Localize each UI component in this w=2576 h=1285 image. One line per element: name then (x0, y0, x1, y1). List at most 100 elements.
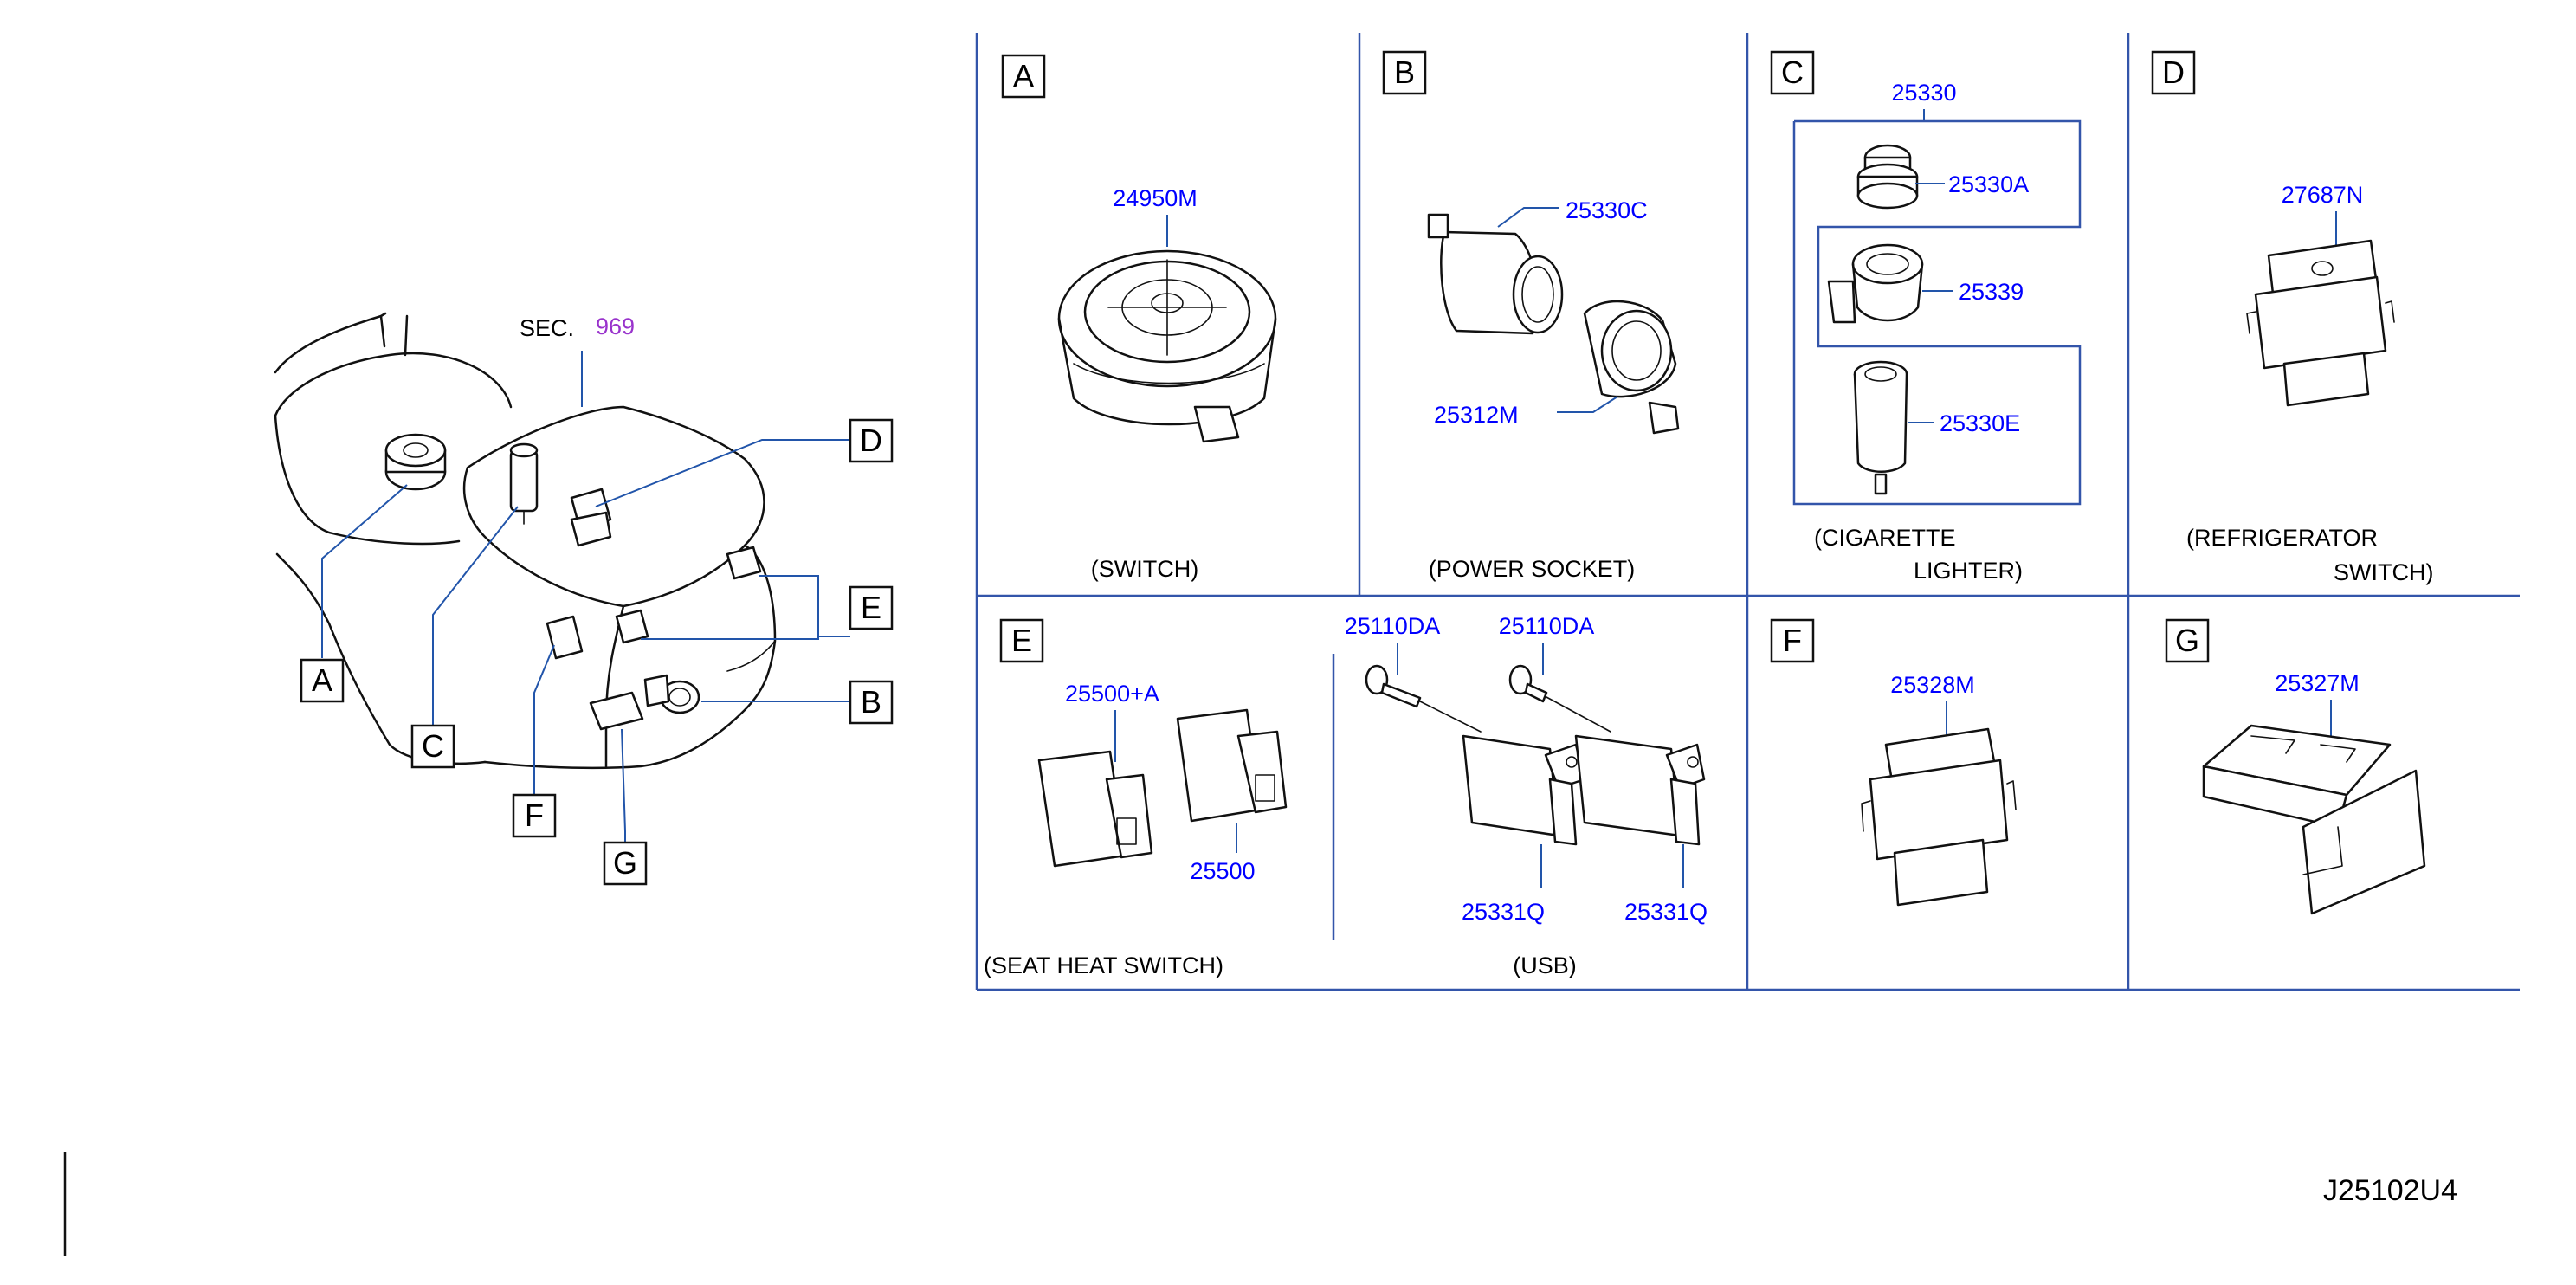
callout-c: C (410, 724, 455, 769)
panel-grid (975, 33, 2520, 991)
callout-d: D (849, 418, 894, 463)
leader-a (321, 484, 408, 658)
panel-usb-caption: (USB) (1513, 952, 1577, 978)
seat-side-outline (274, 414, 461, 546)
console-switch-f (546, 615, 584, 660)
screw-1-drawing (1365, 664, 1482, 733)
panel-c-letter-box (1770, 50, 1815, 95)
part-number: 25339 (1959, 279, 2024, 305)
panel-g-letter: G (2175, 623, 2199, 658)
panel-e-caption: (SEAT HEAT SWITCH) (984, 952, 1223, 978)
seat-cushion-outline (274, 352, 513, 417)
switch-27687n-drawing (2246, 239, 2395, 407)
screw-2-drawing (1508, 664, 1611, 733)
panel-d-letter: D (2162, 55, 2185, 90)
seat-heat-switch-2-drawing (1176, 708, 1288, 823)
panel-e: E 25500+A 25500 (SEAT HEAT SWITCH) (984, 618, 1288, 978)
part-number: 25330C (1566, 197, 1648, 223)
part-number: 25331Q (1624, 899, 1708, 925)
svg-text:G: G (613, 845, 637, 881)
part-number: 25330E (1940, 410, 2020, 436)
console-overview: SEC. 969 A C D E B (274, 312, 894, 886)
part-number: 25500 (1190, 858, 1255, 884)
panel-c-caption-1: (CIGARETTE (1814, 525, 1956, 551)
console-switch-e1 (726, 546, 762, 580)
seat-outline (274, 312, 387, 374)
usb-module-2-drawing (1574, 734, 1706, 846)
diagram-code: J25102U4 (2323, 1174, 2457, 1207)
part-number: 24950M (1113, 185, 1198, 211)
part-number: 25331Q (1462, 899, 1545, 925)
sec-label: SEC. (520, 315, 574, 341)
console-lid-outline (462, 405, 765, 608)
panel-a: A 24950M (SWITCH) (1001, 54, 1277, 582)
console-switch-a (384, 433, 447, 491)
leader-f (533, 644, 555, 797)
panel-d: D 27687N (REFRIGERATOR SWITCH) (2151, 50, 2433, 585)
part-number: 25330 (1891, 80, 1956, 106)
panel-f-letter: F (1783, 623, 1802, 658)
socket-25312m-drawing (1583, 300, 1680, 435)
panel-d-letter-box (2151, 50, 2196, 95)
panel-g-letter-box (2165, 618, 2210, 663)
socket-25330c-drawing (1427, 213, 1564, 335)
console-lighter-c (509, 442, 539, 525)
panel-b: B 25330C 25312M (POWER SOCKET) (1382, 50, 1680, 582)
panel-c: C 25330 25330A 25339 25330E (CIGAR (1770, 50, 2082, 584)
knob-25330a-drawing (1856, 144, 1919, 210)
part-number: 25330A (1948, 171, 2029, 197)
svg-text:D: D (860, 423, 882, 458)
leader-d (595, 439, 850, 507)
seat-heat-switch-1-drawing (1037, 750, 1153, 868)
panel-c-caption-2: LIGHTER) (1914, 558, 2023, 584)
panel-f-letter-box (1770, 618, 1815, 663)
panel-a-letter: A (1013, 58, 1034, 94)
leader-c (432, 506, 519, 727)
panel-d-caption-2: SWITCH) (2334, 559, 2433, 585)
part-number: 27687N (2282, 182, 2364, 208)
panel-a-caption: (SWITCH) (1091, 556, 1198, 582)
svg-text:B: B (861, 684, 881, 720)
usb-25327m-drawing (2202, 724, 2426, 915)
part-number: 25110DA (1345, 613, 1441, 639)
body-25330e-drawing (1853, 360, 1908, 495)
part-number: 25110DA (1499, 613, 1595, 639)
panel-b-letter: B (1394, 55, 1415, 90)
svg-text:F: F (525, 797, 544, 833)
console-socket-b (643, 674, 700, 714)
callout-f: F (512, 793, 557, 838)
panel-a-letter-box (1001, 54, 1046, 99)
seat-back-outline (379, 314, 409, 357)
leader-e (641, 575, 850, 640)
part-number: 25327M (2275, 670, 2360, 696)
panel-e-letter-box (999, 618, 1044, 663)
panel-c-letter: C (1781, 55, 1804, 90)
part-number: 25328M (1890, 672, 1975, 698)
console-rear-edge (726, 640, 776, 672)
svg-text:E: E (861, 590, 881, 625)
panel-b-letter-box (1382, 50, 1427, 95)
console-switch-d (570, 488, 612, 547)
panel-d-caption-1: (REFRIGERATOR (2186, 525, 2378, 551)
housing-25339-drawing (1827, 243, 1924, 324)
leader-g (621, 728, 626, 844)
switch-24950m-drawing (1057, 249, 1277, 443)
panel-usb: 25110DA 25110DA 25331Q 25331Q (1345, 613, 1708, 978)
usb-module-1-drawing (1462, 734, 1586, 846)
svg-text:A: A (312, 662, 332, 698)
panel-g: G 25327M (2165, 618, 2426, 915)
callout-a: A (300, 658, 345, 703)
panel-b-caption: (POWER SOCKET) (1429, 556, 1636, 582)
callout-e: E (849, 585, 894, 630)
part-number: 25500+A (1065, 681, 1159, 707)
console-usb-g (589, 691, 644, 731)
panel-f: F 25328M (1770, 618, 2017, 907)
console-body-outline (483, 544, 777, 770)
sec-number: 969 (596, 313, 635, 339)
part-number: 25312M (1434, 402, 1519, 428)
panel-e-letter: E (1011, 623, 1032, 658)
callout-b: B (849, 680, 894, 725)
console-switch-e2 (615, 609, 649, 644)
callout-g: G (603, 841, 648, 886)
